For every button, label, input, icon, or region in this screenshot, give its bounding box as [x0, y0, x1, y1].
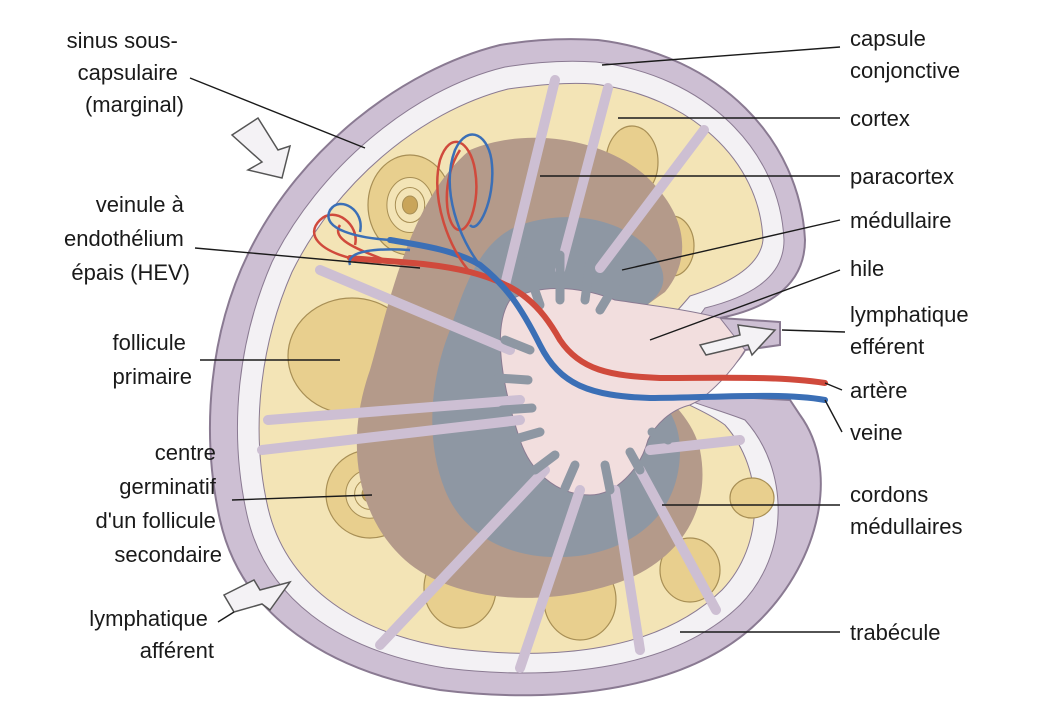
- label-medullaire: médullaire: [850, 208, 952, 233]
- leader-sinus: [190, 78, 365, 148]
- label-follicule-primaire: follicule primaire: [113, 330, 193, 389]
- label-artere: artère: [850, 378, 907, 403]
- leader-lymphatique-efferent: [782, 330, 845, 332]
- label-centre-germinatif: centre germinatif d'un follicule seconda…: [95, 440, 222, 567]
- leader-veine: [825, 400, 842, 432]
- label-cortex: cortex: [850, 106, 910, 131]
- label-veinule-hev: veinule à endothélium épais (HEV): [64, 192, 190, 285]
- germinal-center-ring: [402, 196, 417, 214]
- label-cordons-medullaires: cordons médullaires: [850, 482, 963, 539]
- label-lymphatique-efferent: lymphatique efférent: [850, 302, 975, 359]
- label-capsule-conjonctive: capsule conjonctive: [850, 26, 960, 83]
- medullary-cord: [585, 262, 590, 300]
- label-hile: hile: [850, 256, 884, 281]
- leader-lymphatique-afferent: [218, 612, 234, 622]
- label-sinus-sous-capsulaire: sinus sous- capsulaire (marginal): [67, 28, 184, 117]
- label-trabecule: trabécule: [850, 620, 941, 645]
- medullary-cord: [502, 408, 532, 410]
- label-paracortex: paracortex: [850, 164, 954, 189]
- label-veine: veine: [850, 420, 903, 445]
- afferent-arrow-top: [232, 118, 290, 178]
- follicle-right: [730, 478, 774, 518]
- medullary-cord: [498, 378, 528, 380]
- label-lymphatique-afferent: lymphatique afférent: [89, 606, 214, 663]
- medullary-cord: [605, 465, 610, 490]
- leader-artere: [825, 383, 842, 390]
